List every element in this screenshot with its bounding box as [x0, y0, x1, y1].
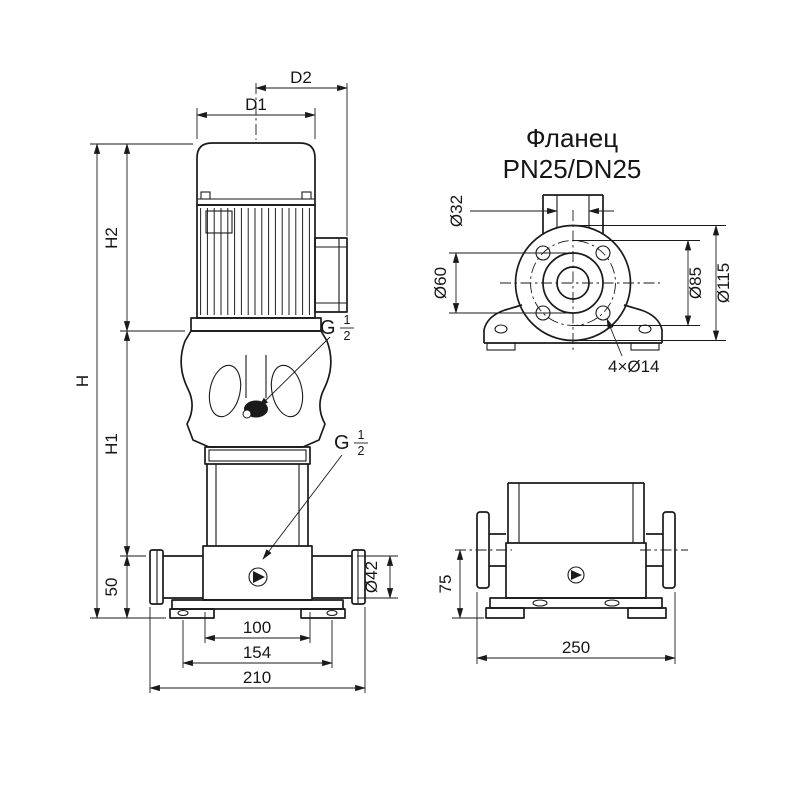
dim-label-h2: H2 [102, 227, 121, 249]
dim-label-100: 100 [243, 618, 271, 637]
drain-plug [248, 567, 268, 587]
port-thread-letter: G [334, 432, 350, 454]
dim-h1: H1 [102, 330, 146, 557]
dim-label-dia85: Ø85 [686, 267, 705, 299]
port-thread-label-upper: G 1 2 [258, 313, 354, 408]
flange-title-line2: PN25/DN25 [503, 154, 642, 184]
pump-front-view [149, 142, 366, 619]
dim-dia42: Ø42 [357, 555, 398, 599]
base-slot [604, 599, 620, 607]
dim-label-dia32: Ø32 [447, 195, 466, 227]
coupling-window-left [208, 364, 242, 418]
side-base-foot-left [485, 607, 525, 619]
port-thread-numerator: 1 [344, 313, 351, 327]
port-thread-denominator: 2 [358, 444, 365, 458]
side-view-body [505, 542, 647, 599]
pump-body [202, 545, 313, 601]
dim-label-75: 75 [436, 575, 455, 594]
dim-label-h: H [73, 375, 92, 387]
dim-label-250: 250 [562, 638, 590, 657]
dim-50: 50 [102, 555, 131, 619]
motor-cooling-fins [200, 208, 312, 315]
pump-column [206, 464, 309, 546]
dim-h: H [73, 143, 193, 619]
side-base-plate [489, 597, 663, 609]
dim-dia60: Ø60 [431, 252, 573, 314]
pump-base-side-view [455, 482, 688, 619]
dim-75: 75 [436, 549, 484, 619]
pump-head [180, 330, 332, 448]
fan-cover-clip-left [200, 191, 211, 200]
dim-label-154: 154 [243, 643, 271, 662]
dim-label-dia60: Ø60 [431, 267, 450, 299]
port-thread-numerator: 1 [358, 428, 365, 442]
dim-dia32: Ø32 [447, 195, 614, 227]
drain-plug-side [567, 566, 585, 584]
fill-port-boss [242, 409, 252, 419]
terminal-box [314, 237, 348, 313]
flange-title-line1: Фланец [526, 123, 618, 153]
coupling-window-right [270, 364, 304, 418]
dim-100: 100 [204, 612, 311, 643]
suction-port [149, 549, 203, 605]
pump-nameplate-inner [208, 449, 307, 462]
dim-label-d2: D2 [290, 68, 312, 87]
flange-view: Фланец PN25/DN25 [431, 123, 733, 376]
dim-dia85: Ø85 [573, 239, 705, 327]
bolt-hole [595, 245, 611, 261]
dim-label-50: 50 [102, 578, 121, 597]
dim-210: 210 [149, 607, 366, 693]
dim-label-dia42: Ø42 [362, 561, 381, 593]
dim-label-h1: H1 [102, 433, 121, 455]
pump-nameplate-band [204, 446, 311, 465]
dim-bolt-holes: 4×Ø14 [606, 318, 660, 376]
dim-label-dia115: Ø115 [714, 263, 733, 303]
discharge-port [312, 549, 366, 605]
dim-154: 154 [182, 620, 333, 668]
motor-fan-cover [196, 142, 316, 206]
base-slot [532, 599, 548, 607]
dim-label-bolt-holes: 4×Ø14 [608, 357, 660, 376]
dim-dia115: Ø115 [573, 224, 733, 342]
motor-nameplate [205, 210, 233, 234]
dim-h2: H2 [102, 143, 185, 332]
front-view-dimensions: D1 D2 H H2 H1 50 [73, 68, 398, 693]
dim-250: 250 [476, 592, 676, 664]
base-view-dimensions: 75 250 [436, 549, 676, 664]
side-base-foot-right [627, 607, 667, 619]
motor-flange [190, 317, 322, 332]
bolt-hole [595, 305, 611, 321]
port-thread-letter: G [320, 317, 336, 339]
fan-cover-clip-right [301, 191, 312, 200]
dim-label-210: 210 [243, 668, 271, 687]
pump-base [169, 599, 346, 619]
dim-d2: D2 [255, 68, 348, 236]
port-thread-label-lower: G 1 2 [262, 428, 368, 560]
port-thread-denominator: 2 [344, 329, 351, 343]
flange-pipe [542, 194, 604, 234]
